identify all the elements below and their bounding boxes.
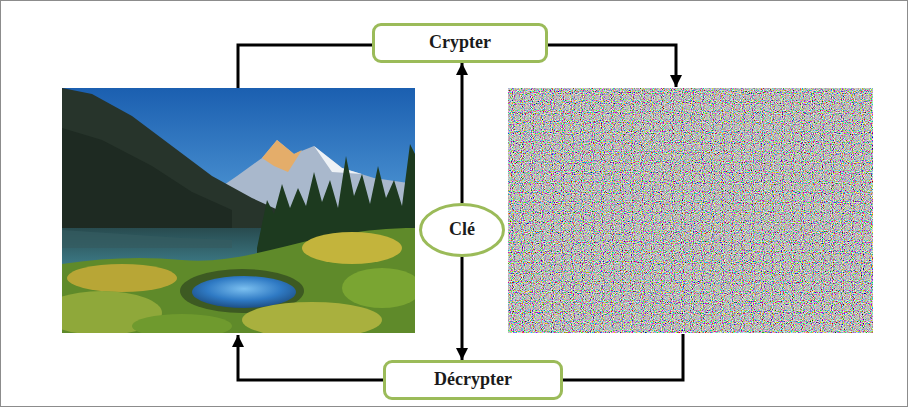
process-box: Crypter bbox=[372, 23, 548, 63]
green-bush bbox=[132, 314, 232, 333]
encrypted-image bbox=[508, 88, 873, 333]
key-ellipse: Clé bbox=[419, 203, 505, 257]
flow-wires bbox=[238, 45, 683, 380]
green-bush bbox=[342, 268, 415, 308]
yellow-bush bbox=[67, 264, 177, 292]
snow bbox=[314, 146, 362, 174]
wire bbox=[238, 335, 383, 380]
sunlit-peak bbox=[262, 140, 302, 172]
lake-reflection bbox=[62, 230, 232, 248]
pond bbox=[192, 276, 296, 308]
node-label: Crypter bbox=[429, 32, 491, 54]
dark-mountain bbox=[62, 88, 287, 240]
key-arrow bbox=[461, 63, 464, 203]
wire bbox=[563, 334, 683, 380]
node-label: Décrypter bbox=[434, 369, 512, 391]
noise bbox=[508, 88, 873, 333]
yellow-bush bbox=[242, 302, 382, 333]
key-arrow bbox=[461, 257, 464, 360]
process-box: Décrypter bbox=[383, 360, 563, 400]
wire bbox=[238, 45, 372, 88]
wire bbox=[548, 45, 676, 87]
mountain-shadow bbox=[62, 128, 232, 240]
landscape-photo bbox=[62, 88, 415, 333]
noise-ground bbox=[508, 88, 873, 333]
node-label: Clé bbox=[449, 219, 475, 241]
yellow-bush bbox=[302, 232, 402, 264]
key-outline bbox=[421, 205, 504, 256]
